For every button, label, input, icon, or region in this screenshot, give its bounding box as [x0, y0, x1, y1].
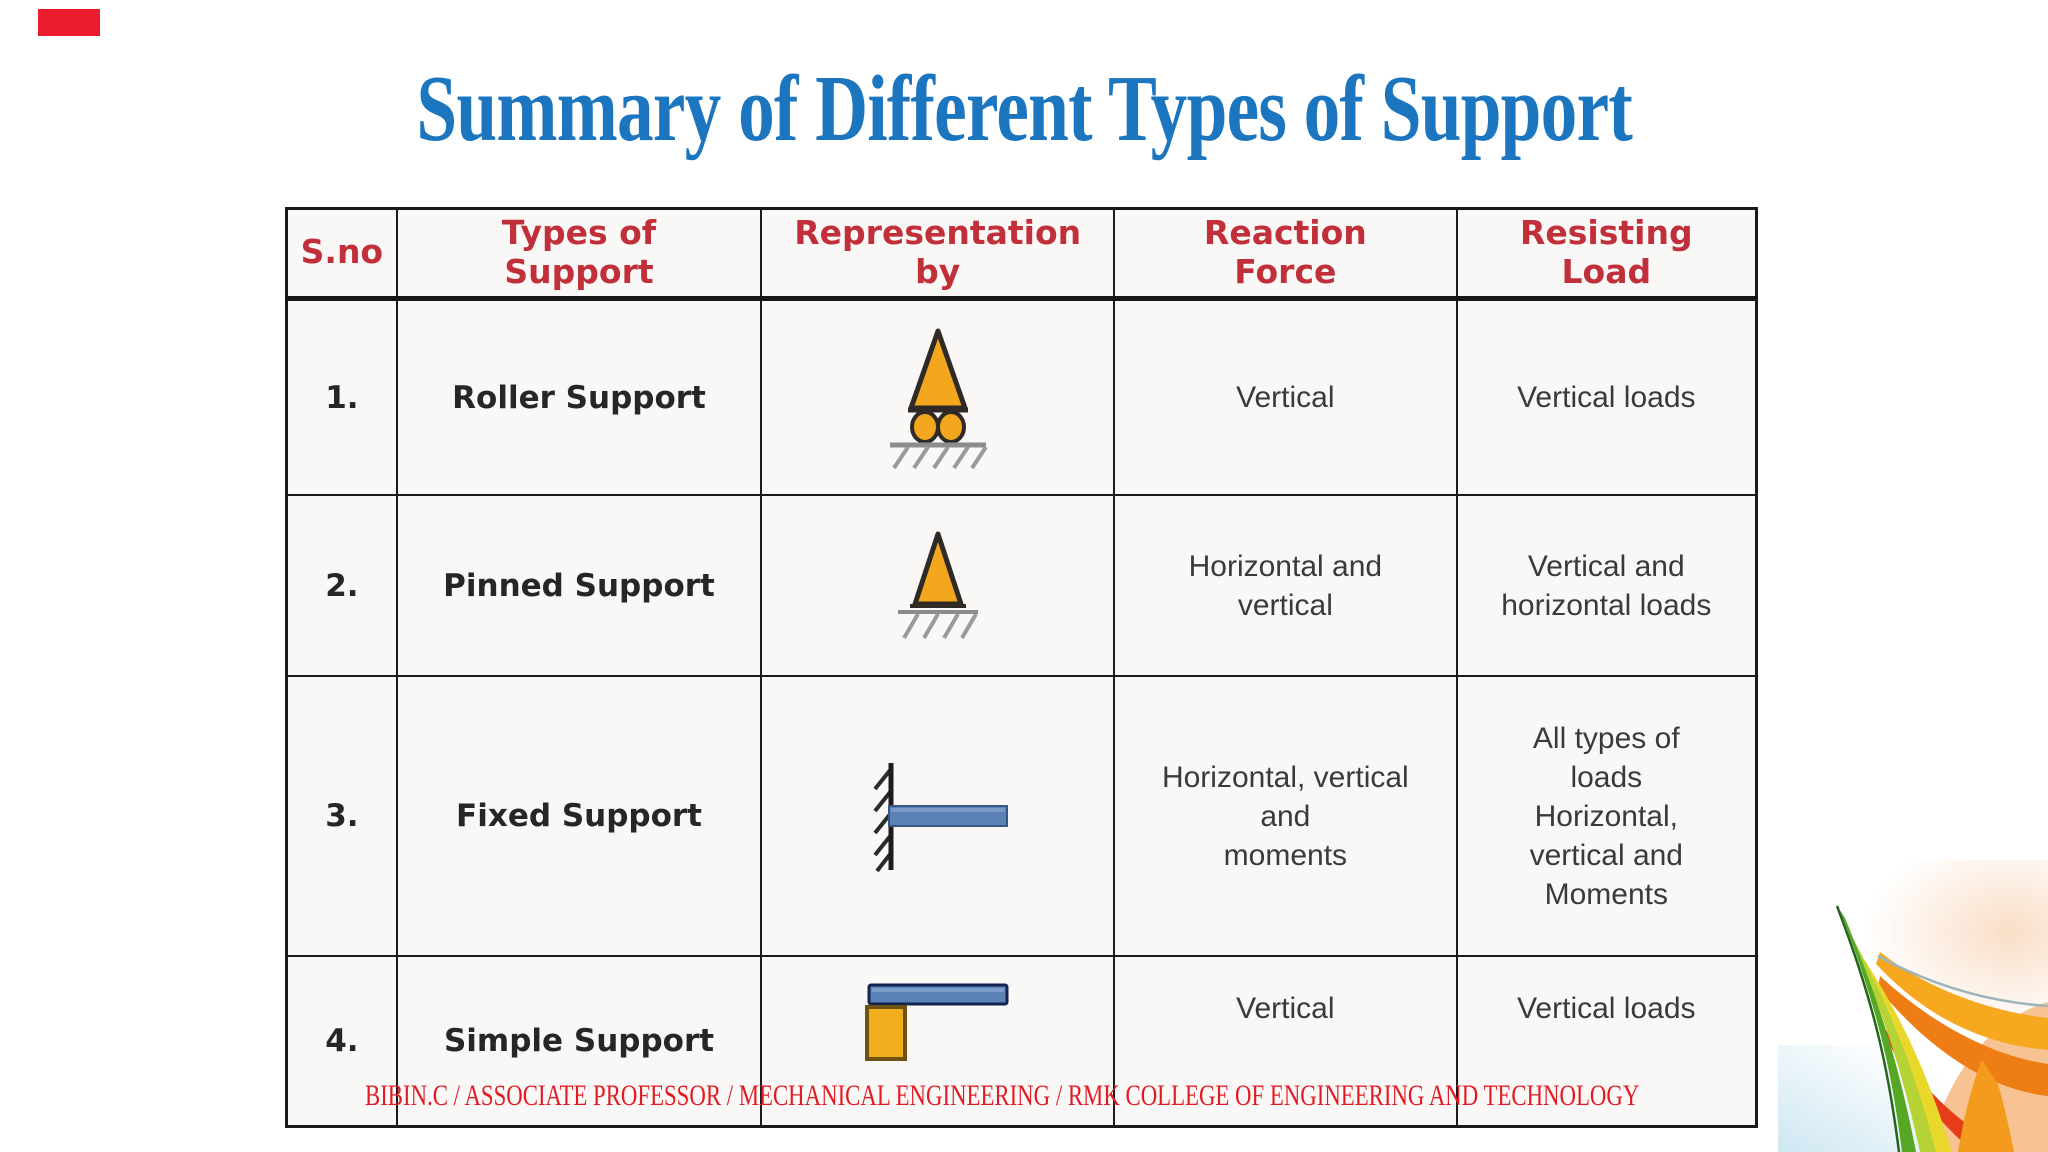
- reaction-force-cell: Vertical: [1113, 297, 1458, 497]
- resisting-load-cell: Vertical loads: [1455, 297, 1758, 497]
- corner-marker: [38, 9, 100, 36]
- reaction-force-cell: Vertical: [1113, 955, 1458, 1128]
- row-number: 1.: [285, 297, 398, 497]
- title-container: Summary of Different Types of Support: [0, 60, 2048, 159]
- support-summary-table: S.no Types of Support Representation by …: [285, 207, 1758, 1128]
- table-row-pinned: 2. Pinned Support Horizontal and vertica…: [285, 494, 1758, 678]
- column-header-representation: Representation by: [760, 207, 1116, 301]
- swoosh-decoration: [1778, 860, 2048, 1152]
- roller-support-icon: [889, 328, 988, 470]
- reaction-force-cell: Horizontal, vertical and moments: [1113, 675, 1458, 958]
- footer-credit: BIBIN.C / ASSOCIATE PROFESSOR / MECHANIC…: [365, 1079, 1640, 1112]
- table-row-roller: 1. Roller Support: [285, 297, 1758, 497]
- table-row-simple: 4. Simple Support Vertical Vertical load…: [285, 955, 1758, 1128]
- simple-support-icon: [864, 983, 1009, 1062]
- support-type-label: Simple Support: [395, 955, 763, 1128]
- column-header-resisting: Resisting Load: [1455, 207, 1758, 301]
- resisting-load-cell: Vertical and horizontal loads: [1455, 494, 1758, 678]
- support-type-label: Pinned Support: [395, 494, 763, 678]
- row-number: 3.: [285, 675, 398, 958]
- fixed-support-icon: [873, 762, 1008, 873]
- column-header-reaction: Reaction Force: [1113, 207, 1458, 301]
- header-row: S.no Types of Support Representation by …: [285, 207, 1758, 301]
- support-type-label: Fixed Support: [395, 675, 763, 958]
- column-header-type: Types of Support: [395, 207, 763, 301]
- column-header-sno: S.no: [285, 207, 398, 301]
- row-number: 4.: [285, 955, 398, 1128]
- support-type-label: Roller Support: [395, 297, 763, 497]
- table-row-fixed: 3. Fixed Support Horizontal, verti: [285, 675, 1758, 958]
- reaction-force-cell: Horizontal and vertical: [1113, 494, 1458, 678]
- resisting-load-cell: Vertical loads: [1455, 955, 1758, 1128]
- resisting-load-cell: All types of loads Horizontal, vertical …: [1455, 675, 1758, 958]
- pinned-support-icon: [897, 531, 978, 640]
- page-title: Summary of Different Types of Support: [416, 57, 1632, 161]
- row-number: 2.: [285, 494, 398, 678]
